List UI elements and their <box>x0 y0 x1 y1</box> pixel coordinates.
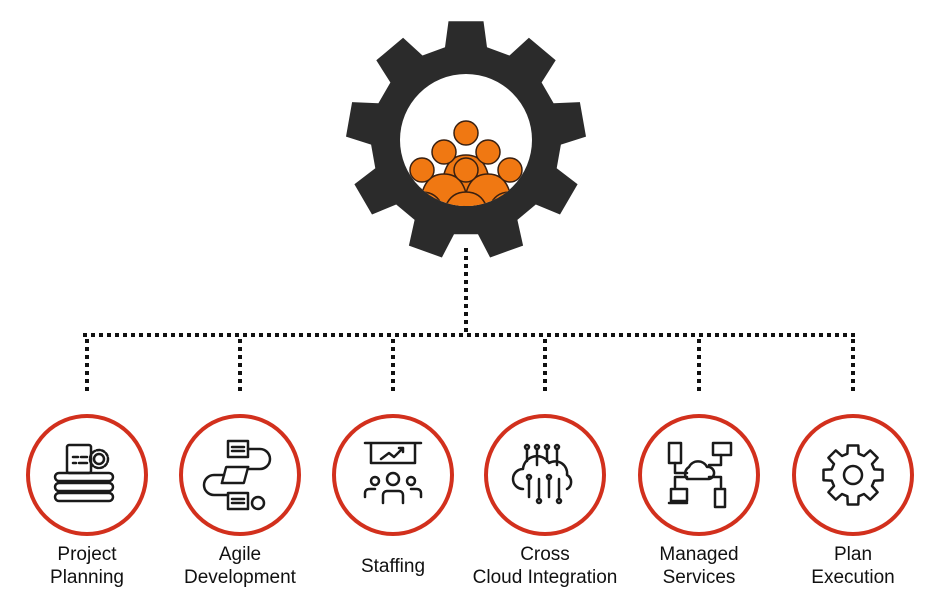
service-ring <box>792 414 914 536</box>
gear-icon <box>822 444 884 506</box>
service-label-line: Services <box>662 567 736 588</box>
service-node[interactable] <box>484 414 606 536</box>
person-icon <box>441 157 491 206</box>
service-node[interactable] <box>792 414 914 536</box>
service-node[interactable] <box>26 414 148 536</box>
service-ring <box>638 414 760 536</box>
service-ring <box>484 414 606 536</box>
service-ring <box>179 414 301 536</box>
books-document-gear-icon <box>53 443 115 503</box>
service-label-line: Planning <box>50 567 124 588</box>
service-label-line: Managed <box>659 544 739 565</box>
service-label: Staffing <box>308 555 478 578</box>
service-node[interactable] <box>179 414 301 536</box>
service-label-line: Cloud Integration <box>472 567 618 588</box>
workflow-documents-icon <box>202 439 272 511</box>
service-ring <box>332 414 454 536</box>
service-node[interactable] <box>638 414 760 536</box>
service-label-line: Plan <box>833 544 873 565</box>
connector-lines <box>83 248 855 392</box>
cloud-circuit-icon <box>511 443 573 505</box>
team-gear <box>346 21 586 258</box>
service-node[interactable] <box>332 414 454 536</box>
service-label-line: Development <box>184 567 296 588</box>
network-cloud-devices-icon <box>667 441 733 509</box>
presentation-team-icon <box>363 441 423 505</box>
service-label-line: Staffing <box>360 556 426 577</box>
service-ring <box>26 414 148 536</box>
service-label-line: Cross <box>520 544 570 565</box>
service-label-line: Execution <box>811 567 895 588</box>
service-label-line: Agile <box>218 544 262 565</box>
service-label-line: Project <box>57 544 117 565</box>
